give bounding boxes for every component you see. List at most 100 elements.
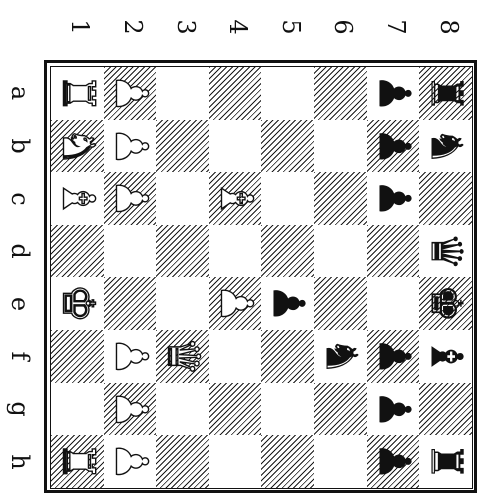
square-d7[interactable] xyxy=(367,225,420,278)
piece-glyph: ♟ xyxy=(108,179,152,218)
black-knight-icon[interactable]: ♞ xyxy=(314,330,367,383)
square-e6[interactable] xyxy=(314,277,367,330)
file-label: h xyxy=(2,447,32,477)
black-pawn-icon[interactable]: ♟ xyxy=(367,172,420,225)
white-pawn-icon[interactable]: ♟ xyxy=(209,277,262,330)
square-h4[interactable] xyxy=(209,435,262,488)
square-g3[interactable] xyxy=(156,383,209,436)
piece-glyph: ♜ xyxy=(423,442,467,481)
white-rook-icon[interactable]: ♜ xyxy=(51,67,104,120)
square-d1[interactable] xyxy=(51,225,104,278)
square-g8[interactable] xyxy=(419,383,472,436)
chess-board[interactable]: ♜♞♝♚♜♟♟♟♟♟♟♛♝♟♟♞♟♟♟♟♟♟♜♞♛♚♝♜ xyxy=(44,60,477,493)
black-pawn-icon[interactable]: ♟ xyxy=(367,383,420,436)
white-pawn-icon[interactable]: ♟ xyxy=(104,120,157,173)
rank-label: 7 xyxy=(378,12,408,42)
white-knight-icon[interactable]: ♞ xyxy=(51,120,104,173)
square-d4[interactable] xyxy=(209,225,262,278)
rank-label: 1 xyxy=(62,12,92,42)
white-pawn-icon[interactable]: ♟ xyxy=(104,435,157,488)
square-d3[interactable] xyxy=(156,225,209,278)
file-label: d xyxy=(2,236,32,266)
square-g4[interactable] xyxy=(209,383,262,436)
piece-glyph: ♟ xyxy=(371,126,415,165)
piece-glyph: ♜ xyxy=(55,442,99,481)
black-pawn-icon[interactable]: ♟ xyxy=(367,435,420,488)
piece-glyph: ♛ xyxy=(423,231,467,270)
square-c6[interactable] xyxy=(314,172,367,225)
rank-label: 8 xyxy=(431,12,461,42)
square-g1[interactable] xyxy=(51,383,104,436)
piece-glyph: ♜ xyxy=(55,74,99,113)
black-rook-icon[interactable]: ♜ xyxy=(419,435,472,488)
square-d5[interactable] xyxy=(261,225,314,278)
square-d6[interactable] xyxy=(314,225,367,278)
square-h3[interactable] xyxy=(156,435,209,488)
white-pawn-icon[interactable]: ♟ xyxy=(104,383,157,436)
piece-glyph: ♟ xyxy=(108,74,152,113)
piece-glyph: ♚ xyxy=(423,284,467,323)
piece-glyph: ♟ xyxy=(108,389,152,428)
black-pawn-icon[interactable]: ♟ xyxy=(367,120,420,173)
piece-glyph: ♝ xyxy=(55,179,99,218)
square-b4[interactable] xyxy=(209,120,262,173)
square-c3[interactable] xyxy=(156,172,209,225)
square-c8[interactable] xyxy=(419,172,472,225)
square-b6[interactable] xyxy=(314,120,367,173)
square-b5[interactable] xyxy=(261,120,314,173)
piece-glyph: ♞ xyxy=(55,126,99,165)
piece-glyph: ♝ xyxy=(423,337,467,376)
piece-glyph: ♟ xyxy=(371,389,415,428)
rank-label: 2 xyxy=(115,12,145,42)
piece-glyph: ♞ xyxy=(423,126,467,165)
square-g6[interactable] xyxy=(314,383,367,436)
piece-glyph: ♛ xyxy=(160,337,204,376)
board-squares: ♜♞♝♚♜♟♟♟♟♟♟♛♝♟♟♞♟♟♟♟♟♟♜♞♛♚♝♜ xyxy=(50,66,473,489)
square-f5[interactable] xyxy=(261,330,314,383)
white-king-icon[interactable]: ♚ xyxy=(51,277,104,330)
piece-glyph: ♟ xyxy=(213,284,257,323)
black-pawn-icon[interactable]: ♟ xyxy=(367,67,420,120)
square-e2[interactable] xyxy=(104,277,157,330)
square-h5[interactable] xyxy=(261,435,314,488)
rank-label: 5 xyxy=(273,12,303,42)
piece-glyph: ♟ xyxy=(266,284,310,323)
black-bishop-icon[interactable]: ♝ xyxy=(419,330,472,383)
black-rook-icon[interactable]: ♜ xyxy=(419,67,472,120)
file-label: g xyxy=(2,394,32,424)
black-king-icon[interactable]: ♚ xyxy=(419,277,472,330)
file-label: f xyxy=(2,341,32,371)
file-label: b xyxy=(2,131,32,161)
square-c5[interactable] xyxy=(261,172,314,225)
piece-glyph: ♞ xyxy=(318,337,362,376)
square-a5[interactable] xyxy=(261,67,314,120)
white-bishop-icon[interactable]: ♝ xyxy=(209,172,262,225)
square-e3[interactable] xyxy=(156,277,209,330)
square-d2[interactable] xyxy=(104,225,157,278)
square-a3[interactable] xyxy=(156,67,209,120)
black-pawn-icon[interactable]: ♟ xyxy=(367,330,420,383)
white-rook-icon[interactable]: ♜ xyxy=(51,435,104,488)
piece-glyph: ♟ xyxy=(371,442,415,481)
black-knight-icon[interactable]: ♞ xyxy=(419,120,472,173)
square-h6[interactable] xyxy=(314,435,367,488)
white-pawn-icon[interactable]: ♟ xyxy=(104,67,157,120)
square-e7[interactable] xyxy=(367,277,420,330)
square-f4[interactable] xyxy=(209,330,262,383)
square-f1[interactable] xyxy=(51,330,104,383)
piece-glyph: ♟ xyxy=(108,337,152,376)
white-pawn-icon[interactable]: ♟ xyxy=(104,172,157,225)
piece-glyph: ♟ xyxy=(371,179,415,218)
square-g5[interactable] xyxy=(261,383,314,436)
square-a6[interactable] xyxy=(314,67,367,120)
piece-glyph: ♟ xyxy=(108,442,152,481)
white-pawn-icon[interactable]: ♟ xyxy=(104,330,157,383)
square-b3[interactable] xyxy=(156,120,209,173)
white-queen-icon[interactable]: ♛ xyxy=(156,330,209,383)
square-a4[interactable] xyxy=(209,67,262,120)
white-bishop-icon[interactable]: ♝ xyxy=(51,172,104,225)
piece-glyph: ♟ xyxy=(108,126,152,165)
black-pawn-icon[interactable]: ♟ xyxy=(261,277,314,330)
black-queen-icon[interactable]: ♛ xyxy=(419,225,472,278)
file-label: a xyxy=(2,78,32,108)
